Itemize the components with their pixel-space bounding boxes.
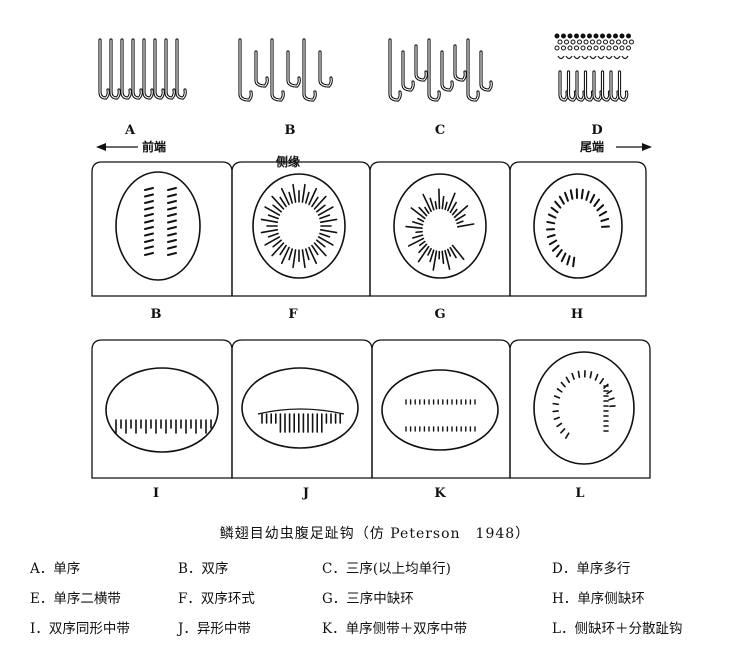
label-b: B <box>285 123 296 138</box>
legend-j: J．异形中带 <box>178 621 251 637</box>
posterior-label: 尾端 <box>580 139 604 154</box>
hook <box>401 50 415 92</box>
legend-c: C．三序(以上均单行) <box>322 561 451 577</box>
label-e: B <box>151 307 162 322</box>
hook <box>609 70 620 102</box>
hook <box>120 38 132 100</box>
hook <box>238 38 253 102</box>
panel-h <box>509 161 647 297</box>
proleg-l <box>533 351 635 465</box>
lateral-label: 侧缘 <box>276 154 300 169</box>
hook <box>131 38 143 100</box>
legend-f: F．双序环式 <box>178 591 255 607</box>
hook <box>153 38 165 100</box>
hook <box>566 70 578 102</box>
hook <box>142 38 154 100</box>
label-a: A <box>124 123 136 138</box>
hook <box>453 44 467 82</box>
arrow-right-icon <box>642 143 652 151</box>
panel-labels: A B C D B F G H I J K L <box>124 123 603 501</box>
hook <box>414 44 428 82</box>
hook <box>583 70 595 102</box>
proleg-f <box>252 173 346 279</box>
sequence-c <box>388 38 493 102</box>
crochet-figure: A B C D B F G H I J K L 前端 侧缘 尾端 <box>91 33 652 501</box>
hook <box>617 70 629 102</box>
panel-g <box>369 161 511 297</box>
hook <box>286 50 301 88</box>
hook <box>466 38 480 102</box>
arrow-left-icon <box>96 143 106 151</box>
hook <box>175 38 187 100</box>
label-g: G <box>434 307 445 322</box>
legend-g: G．三序中缺环 <box>322 591 414 607</box>
hook <box>600 70 612 102</box>
hook <box>98 38 110 100</box>
panel-i <box>91 339 233 479</box>
proleg-h <box>533 173 623 279</box>
label-l: L <box>575 486 584 501</box>
hook <box>254 50 269 88</box>
panel-e <box>91 161 233 297</box>
legend-l: L．侧缺环＋分散趾钩 <box>552 621 683 637</box>
figure-caption: 鳞翅目幼虫腹足趾钩（仿 Peterson 1948） <box>219 526 531 542</box>
proleg-k <box>381 369 499 451</box>
label-j: J <box>302 486 309 501</box>
hook-sequences <box>98 33 634 102</box>
hook <box>164 38 176 100</box>
label-k: K <box>434 486 446 501</box>
legend-d: D．单序多行 <box>552 561 631 577</box>
direction-markers: 前端 侧缘 尾端 <box>96 139 652 169</box>
hook <box>270 38 285 102</box>
proleg-panels <box>91 161 651 479</box>
hook <box>302 38 317 102</box>
label-f: F <box>288 307 298 322</box>
proleg-i <box>105 367 219 453</box>
proleg-j <box>241 367 359 449</box>
legend-a: A．单序 <box>30 561 81 577</box>
sequence-b <box>238 38 333 102</box>
label-d: D <box>591 123 602 138</box>
hook <box>109 38 121 100</box>
hook <box>479 50 493 92</box>
legend-i: I．双序同形中带 <box>30 621 130 637</box>
label-h: H <box>571 307 583 322</box>
label-c: C <box>435 123 445 138</box>
legend-e: E．单序二横带 <box>30 591 121 607</box>
label-i: I <box>153 486 159 501</box>
panel-l <box>509 339 651 479</box>
panel-k <box>371 339 511 479</box>
proleg-g <box>393 173 487 279</box>
hook <box>575 70 586 102</box>
hook <box>440 50 454 92</box>
proleg-e <box>115 171 201 281</box>
legend-b: B．双序 <box>178 561 229 577</box>
hook <box>592 70 603 102</box>
sequence-a <box>98 38 187 100</box>
hook <box>427 38 441 102</box>
legend-k: K．单序侧带＋双序中带 <box>322 621 468 637</box>
hook <box>318 50 333 88</box>
anterior-label: 前端 <box>142 139 166 154</box>
sequence-d <box>554 33 634 102</box>
hook <box>388 38 402 102</box>
hook <box>558 70 569 102</box>
legend-h: H．单序侧缺环 <box>552 591 645 607</box>
